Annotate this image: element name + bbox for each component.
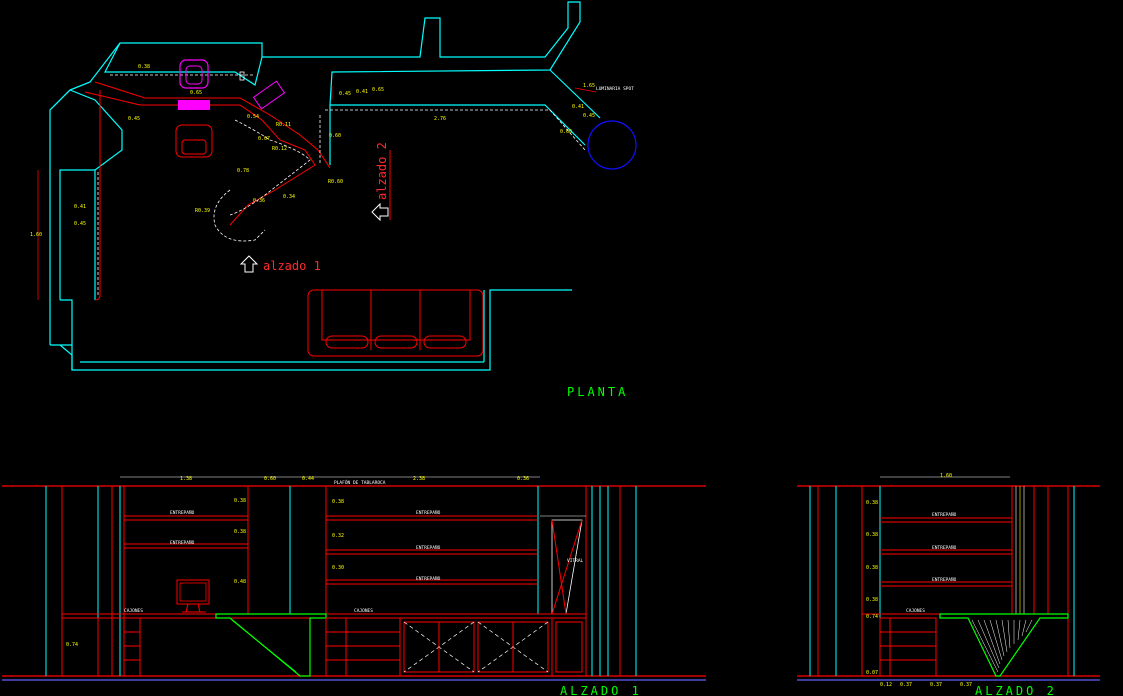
elev2-bottom-dim: 0.12	[880, 682, 892, 688]
desk-top-green	[215, 613, 327, 677]
elev2-side-dim: 0.38	[866, 532, 878, 538]
plan-dim: 0.38	[138, 64, 150, 70]
elev1-side-dim: 0.32	[332, 533, 344, 539]
shelf-label: ENTREPAÑO	[170, 509, 195, 516]
desk-support-hatch	[971, 619, 1033, 673]
plan-dim: 0.41	[572, 104, 584, 110]
plan-dim: 0.65	[372, 87, 384, 93]
elev1-top-dim: 2.38	[413, 476, 425, 482]
plafon-label: PLAFÓN DE TABLAROCA	[334, 479, 386, 486]
elev2-side-dim: 0.38	[866, 565, 878, 571]
elev2-side-dim: 0.38	[866, 597, 878, 603]
elev1-side-dim: 0.48	[234, 579, 246, 585]
elev2-bottom-dim: 0.37	[930, 682, 942, 688]
elevation-2: 1.60 ENTREPAÑO ENTREPAÑO ENTREPAÑO CAJON…	[797, 473, 1100, 696]
alzado-1-title: ALZADO 1	[560, 684, 642, 696]
elev1-side-dim: 0.30	[332, 565, 344, 571]
svg-text:alzado 2: alzado 2	[375, 142, 389, 200]
plan-dim: 0.67	[258, 136, 270, 142]
luminaria-label: LUMINARIA SPOT	[596, 86, 634, 92]
plan-dim: 0.36	[253, 198, 265, 204]
plan-dim: 0.60	[329, 133, 341, 139]
shelf-label: ENTREPAÑO	[932, 576, 957, 583]
elev2-bottom-dim: 0.37	[960, 682, 972, 688]
elevation-monitor	[176, 579, 210, 613]
plan-outer-wall	[50, 289, 572, 371]
elev1-top-dim: 0.36	[517, 476, 529, 482]
alzado-1-marker: alzado 1	[239, 255, 321, 273]
plan-dim: 0.54	[247, 114, 259, 120]
shelf-label: ENTREPAÑO	[416, 575, 441, 582]
elev1-bottom-dim: 0.74	[66, 642, 78, 648]
plan-dim: 1.60	[30, 232, 42, 238]
plan-desk	[84, 91, 316, 226]
shelf-label: ENTREPAÑO	[170, 539, 195, 546]
plan-dim: 0.45	[583, 113, 595, 119]
plan-dim: R0.39	[195, 208, 210, 214]
drawer-label: CAJONES	[124, 608, 143, 614]
elev1-side-dim: 0.38	[332, 499, 344, 505]
vitral	[551, 519, 583, 615]
elev2-bottom-dim: 0.37	[900, 682, 912, 688]
elev1-side-dim: 0.38	[234, 529, 246, 535]
elevation-1: 1.38 0.60 0.44 PLAFÓN DE TABLAROCA 2.38 …	[2, 476, 706, 696]
plan-dim: 0.78	[237, 168, 249, 174]
elev2-side-dim: 0.07	[866, 670, 878, 676]
plan-dim: R0.12	[272, 146, 287, 152]
planta-title: PLANTA	[567, 385, 628, 399]
shelf-label: ENTREPAÑO	[416, 544, 441, 551]
shelf-label: ENTREPAÑO	[932, 511, 957, 518]
alzado-2-marker: alzado 2	[371, 142, 391, 222]
vitral-label: VITRAL	[567, 558, 584, 564]
plan-guest-chair	[175, 124, 213, 158]
plan-dim: 2.76	[434, 116, 446, 122]
plan-dim: 0.65	[190, 90, 202, 96]
drawer-label: CAJONES	[906, 608, 925, 614]
alzado-2-title: ALZADO 2	[975, 684, 1057, 696]
shelf-label: ENTREPAÑO	[932, 544, 957, 551]
plan-dim: 0.45	[74, 221, 86, 227]
elev2-top-dim: 1.60	[940, 473, 952, 479]
elev1-top-dim: 1.38	[180, 476, 192, 482]
elev1-top-dim: 0.44	[302, 476, 314, 482]
elev2-side-dim: 0.74	[866, 614, 878, 620]
floor-plan: alzado 1 alzado 2 0.38 0.65 0.45 0.41 0.…	[30, 1, 637, 399]
plan-dim: R0.11	[276, 122, 291, 128]
plan-dim: 0.60	[560, 129, 572, 135]
plan-dim: 0.34	[283, 194, 295, 200]
elev2-side-dim: 0.38	[866, 500, 878, 506]
plan-dim: 0.45	[339, 91, 351, 97]
plan-spot-light	[587, 120, 637, 170]
plan-office-chair	[178, 59, 210, 110]
plan-dim: R0.60	[328, 179, 343, 185]
plan-monitor	[252, 80, 286, 110]
elev1-top-dim: 0.60	[264, 476, 276, 482]
shelf-label: ENTREPAÑO	[416, 509, 441, 516]
svg-text:alzado 1: alzado 1	[263, 259, 321, 273]
plan-dim: 0.45	[128, 116, 140, 122]
plan-dim: 0.41	[74, 204, 86, 210]
plan-dim: 0.41	[356, 89, 368, 95]
plan-dim: 1.65	[583, 83, 595, 89]
drawer-label: CAJONES	[354, 608, 373, 614]
elev1-side-dim: 0.38	[234, 498, 246, 504]
plan-sofa	[307, 289, 484, 357]
